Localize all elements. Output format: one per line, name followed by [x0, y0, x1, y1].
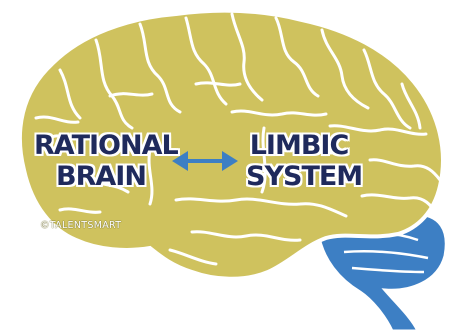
- copyright-credit: ©TALENTSMART: [40, 220, 121, 231]
- rational-label-line2: BRAIN: [34, 161, 168, 192]
- limbic-label-line2: SYSTEM: [246, 161, 352, 192]
- limbic-label-line1: LIMBIC: [246, 130, 352, 161]
- rational-label-line1: RATIONAL: [34, 130, 168, 161]
- rational-brain-label: RATIONAL BRAIN: [34, 130, 168, 192]
- limbic-system-label: LIMBIC SYSTEM: [246, 130, 352, 192]
